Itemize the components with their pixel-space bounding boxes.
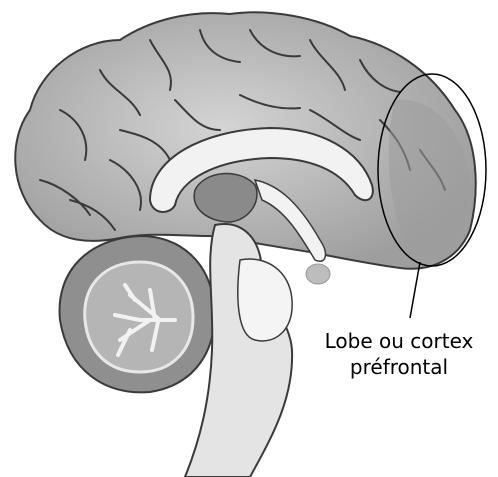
pons	[238, 259, 292, 341]
label-line-2: préfrontal	[300, 354, 498, 380]
prefrontal-label: Lobe ou cortex préfrontal	[300, 328, 498, 380]
label-leader-line	[410, 262, 420, 318]
label-line-1: Lobe ou cortex	[300, 328, 498, 354]
cerebellum-inner	[85, 262, 193, 372]
pituitary	[306, 264, 330, 284]
thalamus	[194, 174, 257, 222]
